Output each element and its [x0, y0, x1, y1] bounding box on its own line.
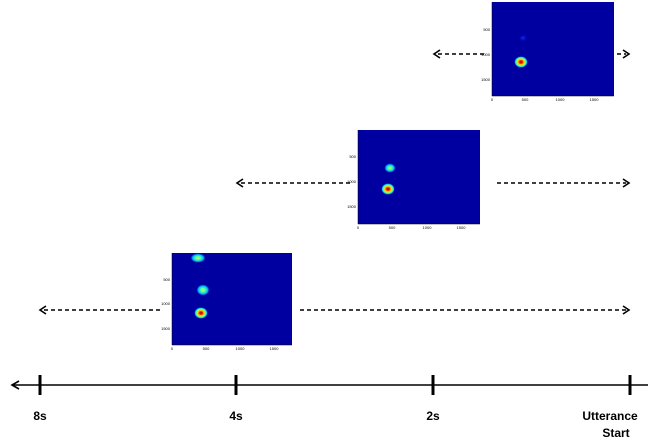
- heatmap-1-xtick-1000: 1000: [236, 346, 246, 351]
- heatmap-1-ytick-1500: 1500: [161, 326, 171, 331]
- arrow-1-right-head: [622, 305, 631, 315]
- arrow-1-left-head: [38, 305, 47, 315]
- heatmap-3-blob-hot: [514, 56, 528, 68]
- heatmap-2-area: [358, 130, 480, 224]
- arrow-2-right-head: [622, 178, 631, 188]
- heatmap-1-blob-middle: [196, 284, 210, 296]
- heatmap-panel-3: 500 1000 1500 0 500 1000 1500: [481, 2, 614, 102]
- heatmap-1-area: [172, 253, 292, 345]
- heatmap-1-blob-top: [190, 253, 206, 263]
- timeline-label-utterance: Utterance: [582, 409, 638, 423]
- heatmap-1-xtick-500: 500: [203, 346, 210, 351]
- timeline-label-start: Start: [602, 426, 629, 440]
- heatmap-2-ytick-1500: 1500: [347, 204, 357, 209]
- arrow-3-left-head: [432, 49, 441, 59]
- heatmap-2-blob-hot: [381, 183, 395, 195]
- heatmap-3-blob-faint: [518, 34, 528, 42]
- arrow-3-right-head: [622, 49, 631, 59]
- arrow-2-left-head: [235, 178, 244, 188]
- heatmap-panel-2: 500 1000 1500 0 500 1000 1500: [347, 130, 480, 230]
- timeline-label-8s: 8s: [33, 409, 47, 423]
- heatmap-3-ytick-1500: 1500: [481, 77, 491, 82]
- heatmap-2-xtick-500: 500: [389, 225, 396, 230]
- arrow-row-3: [432, 49, 631, 59]
- heatmap-2-ytick-500: 500: [349, 154, 356, 159]
- heatmap-2-ytick-1000: 1000: [347, 179, 357, 184]
- heatmap-panel-1: 500 1000 1500 0 500 1000 1500: [161, 253, 292, 351]
- heatmap-2-blob-warm: [384, 163, 396, 173]
- timeline-arrowhead: [10, 380, 20, 390]
- heatmap-1-xtick-0: 0: [171, 346, 174, 351]
- heatmap-3-area: [492, 2, 614, 96]
- heatmap-1-ytick-1000: 1000: [161, 301, 171, 306]
- heatmap-3-ytick-1000: 1000: [481, 52, 491, 57]
- timeline-label-4s: 4s: [229, 409, 243, 423]
- heatmap-3-xtick-500: 500: [522, 97, 529, 102]
- heatmap-2-xtick-1500: 1500: [457, 225, 467, 230]
- heatmap-1-xtick-1500: 1500: [270, 346, 280, 351]
- heatmap-2-xtick-1000: 1000: [423, 225, 433, 230]
- heatmap-3-xtick-1500: 1500: [590, 97, 600, 102]
- heatmap-3-xtick-0: 0: [491, 97, 494, 102]
- arrow-row-1: [38, 305, 631, 315]
- heatmap-2-xtick-0: 0: [357, 225, 360, 230]
- timeline-axis: [10, 375, 648, 395]
- arrow-row-2: [235, 178, 631, 188]
- heatmap-1-ytick-500: 500: [163, 277, 170, 282]
- timeline-label-2s: 2s: [426, 409, 440, 423]
- heatmap-3-xtick-1000: 1000: [556, 97, 566, 102]
- heatmap-1-blob-hot: [194, 307, 208, 319]
- heatmap-3-ytick-500: 500: [483, 27, 490, 32]
